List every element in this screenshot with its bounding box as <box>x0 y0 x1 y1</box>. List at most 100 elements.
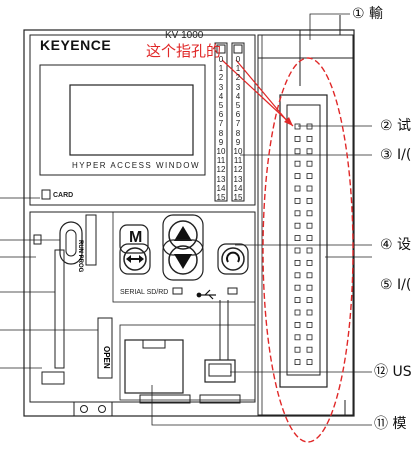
io-strip-a <box>214 42 228 202</box>
connector-pin <box>306 210 313 217</box>
io-channel-number: 4 <box>218 91 224 101</box>
connector-pin <box>306 160 313 167</box>
connector-pin <box>294 334 301 341</box>
connector-pin <box>294 359 301 366</box>
up-button-circle <box>168 220 198 250</box>
callout-1-leader <box>309 13 350 40</box>
io-channel-number: 6 <box>235 110 241 120</box>
connector-pin <box>294 321 301 328</box>
io-channel-number: 1 <box>218 64 224 74</box>
connector-pin <box>294 247 301 254</box>
upper-panel <box>29 34 256 206</box>
run-prog-switch[interactable] <box>59 221 83 265</box>
io-strip-b <box>231 42 245 202</box>
callout-11: ⑪ 模 <box>374 416 407 432</box>
connector-pin <box>306 197 313 204</box>
io-channel-number: 13 <box>233 174 243 184</box>
card-label: CARD <box>53 192 74 199</box>
m-button[interactable] <box>119 224 149 254</box>
connector-pin <box>306 334 313 341</box>
connector-bay <box>257 34 354 416</box>
connector-pin <box>306 235 313 242</box>
connector-pin <box>294 210 301 217</box>
open-label: OPEN <box>102 346 111 369</box>
io-channel-number: 12 <box>216 165 226 175</box>
connector-pin <box>306 346 313 353</box>
io-channel-number: 5 <box>218 101 224 111</box>
io-channel-number: 5 <box>235 101 241 111</box>
callout-5: ⑤ I/( <box>380 277 412 293</box>
connector-pin <box>294 346 301 353</box>
connector-pin <box>306 247 313 254</box>
connector-pin <box>306 123 313 130</box>
connector-pin <box>294 309 301 316</box>
io-channel-number: 7 <box>235 119 241 129</box>
connector-pin <box>294 135 301 142</box>
io-channel-number: 10 <box>233 147 243 157</box>
connector-pin <box>294 272 301 279</box>
annotation-arrow-2 <box>235 59 289 123</box>
io-channel-number: 12 <box>233 165 243 175</box>
io-channel-number: 6 <box>218 110 224 120</box>
connector-pin <box>306 185 313 192</box>
io-channel-number: 11 <box>233 156 243 166</box>
connector-pin <box>294 173 301 180</box>
connector-pin <box>294 297 301 304</box>
io-channel-number: 1 <box>235 64 241 74</box>
io-connector-pins <box>294 123 313 366</box>
down-button[interactable] <box>162 239 204 281</box>
connector-pin <box>294 235 301 242</box>
connector-pin <box>294 148 301 155</box>
connector-pin <box>294 197 301 204</box>
annotation-note: 这个指孔的 <box>146 42 222 60</box>
io-channel-number: 14 <box>233 183 243 193</box>
io-channel-number: 2 <box>235 73 241 83</box>
annotation-arrow-1 <box>221 59 294 127</box>
io-channel-number: 3 <box>235 82 241 92</box>
callout-12: ⑫ US <box>374 364 412 380</box>
callout-11-leader <box>151 385 372 426</box>
serial-label: SERIAL SD/RD <box>120 289 169 296</box>
io-channel-number: 7 <box>218 119 224 129</box>
io-channel-number: 10 <box>216 147 226 157</box>
io-channel-number: 8 <box>218 128 224 138</box>
display-bezel <box>39 64 206 176</box>
io-channel-number: 9 <box>235 137 241 147</box>
connector-pin <box>306 284 313 291</box>
shift-button[interactable] <box>119 243 151 275</box>
connector-pin <box>306 135 313 142</box>
connector-pin <box>306 297 313 304</box>
button-panel <box>112 211 256 303</box>
cycle-arrow-icon <box>226 251 240 263</box>
port-housing <box>119 324 256 401</box>
io-channel-number: 4 <box>235 91 241 101</box>
callout-2: ② 试 <box>380 118 412 134</box>
connector-pin <box>306 272 313 279</box>
connector-pin <box>294 222 301 229</box>
model-label: KV-1000 <box>165 30 204 41</box>
housing-outline <box>23 29 355 417</box>
card-slot-indicator <box>41 189 51 200</box>
cycle-button[interactable] <box>217 243 249 275</box>
io-channel-number: 0 <box>235 55 241 64</box>
down-button-circle <box>168 245 198 275</box>
connector-pin <box>306 359 313 366</box>
io-channel-number: 3 <box>218 82 224 92</box>
connector-pin <box>306 321 313 328</box>
connector-pin <box>294 259 301 266</box>
io-channel-number: 9 <box>218 137 224 147</box>
io-channel-number: 8 <box>235 128 241 138</box>
connector-pin <box>294 160 301 167</box>
io-channel-number: 14 <box>216 183 226 193</box>
io-connector <box>279 94 328 388</box>
connector-pin <box>294 123 301 130</box>
run-prog-label: RUN PROG <box>77 240 83 273</box>
io-channel-number: 11 <box>216 156 226 166</box>
usb-icon <box>196 289 216 300</box>
open-latch[interactable] <box>97 317 113 379</box>
connector-pin <box>306 222 313 229</box>
battery-door <box>41 371 65 385</box>
io-channel-number: 15 <box>216 193 226 203</box>
